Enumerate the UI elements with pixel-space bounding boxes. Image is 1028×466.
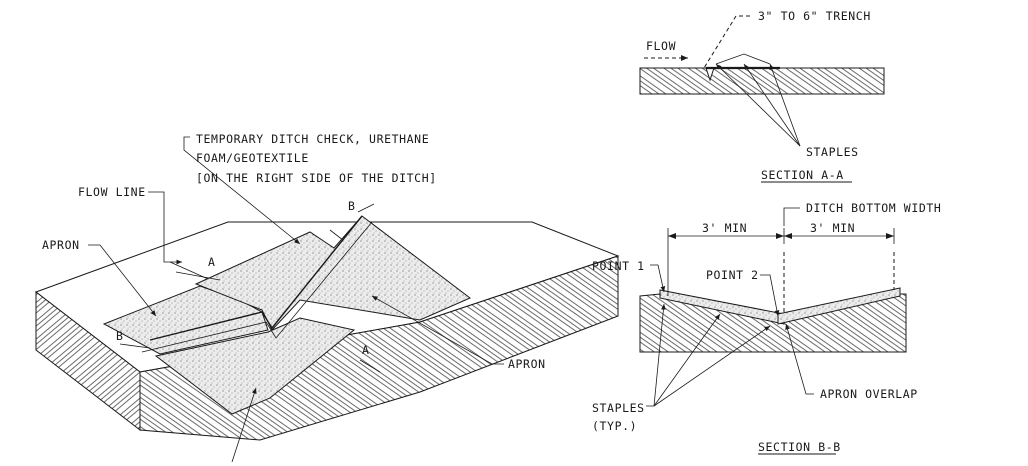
flow-label: FLOW (646, 39, 676, 53)
cut-line-a (175, 271, 381, 373)
point2-leader (760, 274, 780, 317)
apron-right-leader (371, 295, 504, 365)
soil-face-left (35, 290, 141, 432)
section-a-trench-leader (703, 15, 750, 69)
section-b-mat-left (659, 289, 785, 325)
ditch-check-leader (183, 136, 301, 245)
section-a-soil (639, 67, 885, 95)
apron-mat-lower (154, 317, 356, 415)
flow-line-leader (148, 191, 182, 265)
section-b-center-dashes (783, 252, 895, 312)
section-b-b: 3' MIN 3' MIN DITCH BOTTOM WIDTH POINT 1… (592, 201, 941, 455)
section-b-mat-right (777, 287, 901, 325)
point2-label: POINT 2 (706, 268, 759, 282)
isometric-view: A A B B FLOW LINE APRON APRON TEMPORARY … (34, 132, 620, 463)
ditch-check-label-line2: FOAM/GEOTEXTILE (196, 151, 309, 165)
cut-a-top-label: A (208, 255, 216, 269)
dim-arrow-r1 (776, 233, 784, 239)
dim-arrow-r2 (886, 233, 894, 239)
staple-v (715, 53, 771, 65)
apron-left-label: APRON (42, 238, 80, 252)
staple-leader-2 (743, 63, 801, 147)
apron-bottom-leader (231, 387, 257, 463)
apron-overlap-leader (785, 323, 814, 395)
cut-b-top-label: B (348, 199, 356, 213)
section-b-title: SECTION B-B (758, 440, 841, 454)
ditch-bottom-width-label: DITCH BOTTOM WIDTH (806, 201, 941, 215)
cut-b-bottom-label: B (116, 329, 124, 343)
staples-b-label-line2: (TYP.) (592, 419, 637, 433)
apron-right-label: APRON (508, 357, 546, 371)
staples-b-leader-2 (653, 313, 721, 407)
cut-a-bottom-label: A (362, 343, 370, 357)
ditch-check-crest-2 (141, 221, 373, 353)
ditch-check-label-line3: [ON THE RIGHT SIDE OF THE DITCH] (196, 171, 437, 185)
staples-a-label: STAPLES (806, 145, 859, 159)
min-left-label: 3' MIN (702, 221, 747, 235)
min-right-label: 3' MIN (810, 221, 855, 235)
staples-b-label-line1: STAPLES (592, 401, 645, 415)
dim-arrow-l1 (668, 233, 676, 239)
point1-leader (650, 264, 666, 293)
staple-leader-3 (769, 63, 801, 147)
cut-line-b (119, 203, 375, 349)
dim-ticks (667, 228, 895, 296)
ditch-check-label-line1: TEMPORARY DITCH CHECK, URETHANE (196, 132, 429, 146)
point1-label: POINT 1 (592, 259, 645, 273)
apron-left-leader (88, 244, 157, 317)
flow-line-label: FLOW LINE (78, 185, 146, 199)
staples-b-leader-3 (653, 325, 771, 407)
apron-overlap-label: APRON OVERLAP (820, 387, 918, 401)
ditch-bottom-width-leader (783, 207, 800, 226)
ditch-check-crest (149, 215, 363, 341)
staple-leader-1 (715, 63, 801, 147)
section-a-title: SECTION A-A (761, 168, 844, 182)
section-a-a: 3" TO 6" TRENCH FLOW STAPLES SECTION A-A (639, 9, 885, 183)
dim-arrow-l2 (784, 233, 792, 239)
trench-label: 3" TO 6" TRENCH (758, 9, 871, 23)
